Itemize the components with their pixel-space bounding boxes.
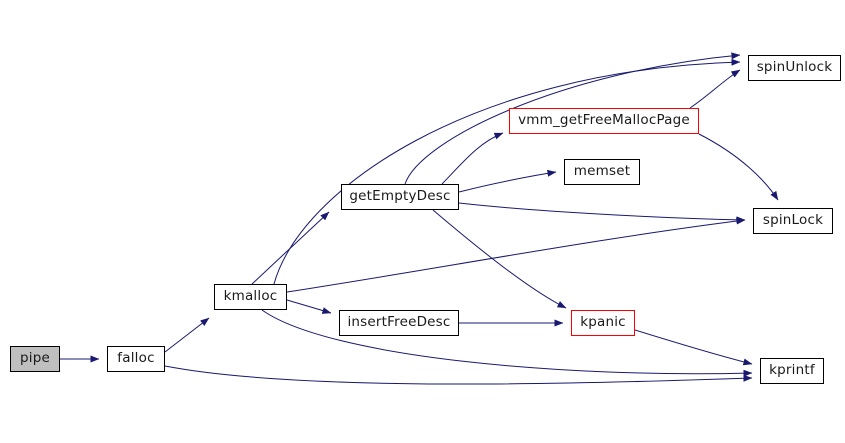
graph-node-label: spinUnlock xyxy=(756,59,833,76)
graph-node-insertFreeDesc[interactable]: insertFreeDesc xyxy=(339,310,459,336)
graph-node-label: kmalloc xyxy=(223,288,278,305)
graph-edge-vmm_getFreeMallocPage-to-spinUnlock xyxy=(689,69,741,109)
graph-node-label: vmm_getFreeMallocPage xyxy=(518,112,690,129)
graph-node-label: pipe xyxy=(20,350,50,367)
graph-node-falloc[interactable]: falloc xyxy=(107,346,165,372)
graph-node-spinLock[interactable]: spinLock xyxy=(753,208,833,234)
graph-edge-getEmptyDesc-to-vmm_getFreeMallocPage xyxy=(441,132,504,185)
graph-node-label: memset xyxy=(573,163,631,180)
graph-node-vmm_getFreeMallocPage[interactable]: vmm_getFreeMallocPage xyxy=(509,108,699,134)
graph-edge-vmm_getFreeMallocPage-to-spinLock xyxy=(698,133,779,201)
graph-node-label: spinLock xyxy=(762,212,824,229)
graph-edge-kmalloc-to-insertFreeDesc xyxy=(286,299,332,314)
graph-edge-kmalloc-to-kprintf xyxy=(261,309,753,377)
graph-edge-getEmptyDesc-to-spinLock xyxy=(458,202,746,224)
graph-edge-kmalloc-to-spinUnlock xyxy=(273,58,741,285)
graph-edge-kpanic-to-kprintf xyxy=(634,329,753,366)
graph-edge-kmalloc-to-spinLock xyxy=(286,217,746,293)
graph-node-label: falloc xyxy=(117,350,155,367)
graph-edge-getEmptyDesc-to-kpanic xyxy=(432,209,567,309)
graph-node-memset[interactable]: memset xyxy=(564,159,640,185)
graph-node-kmalloc[interactable]: kmalloc xyxy=(214,284,287,310)
graph-node-kpanic[interactable]: kpanic xyxy=(571,310,635,336)
graph-node-spinUnlock[interactable]: spinUnlock xyxy=(748,55,841,81)
graph-node-getEmptyDesc[interactable]: getEmptyDesc xyxy=(341,184,459,210)
graph-edge-falloc-to-kprintf xyxy=(164,365,753,385)
graph-node-pipe[interactable]: pipe xyxy=(10,346,60,372)
graph-node-label: insertFreeDesc xyxy=(347,314,451,331)
graph-edge-getEmptyDesc-to-memset xyxy=(458,169,557,193)
graph-node-label: kprintf xyxy=(769,362,815,379)
graph-node-label: getEmptyDesc xyxy=(349,188,451,205)
graph-node-label: kpanic xyxy=(580,314,626,331)
graph-edge-falloc-to-kmalloc xyxy=(164,317,210,353)
graph-node-kprintf[interactable]: kprintf xyxy=(760,358,824,384)
